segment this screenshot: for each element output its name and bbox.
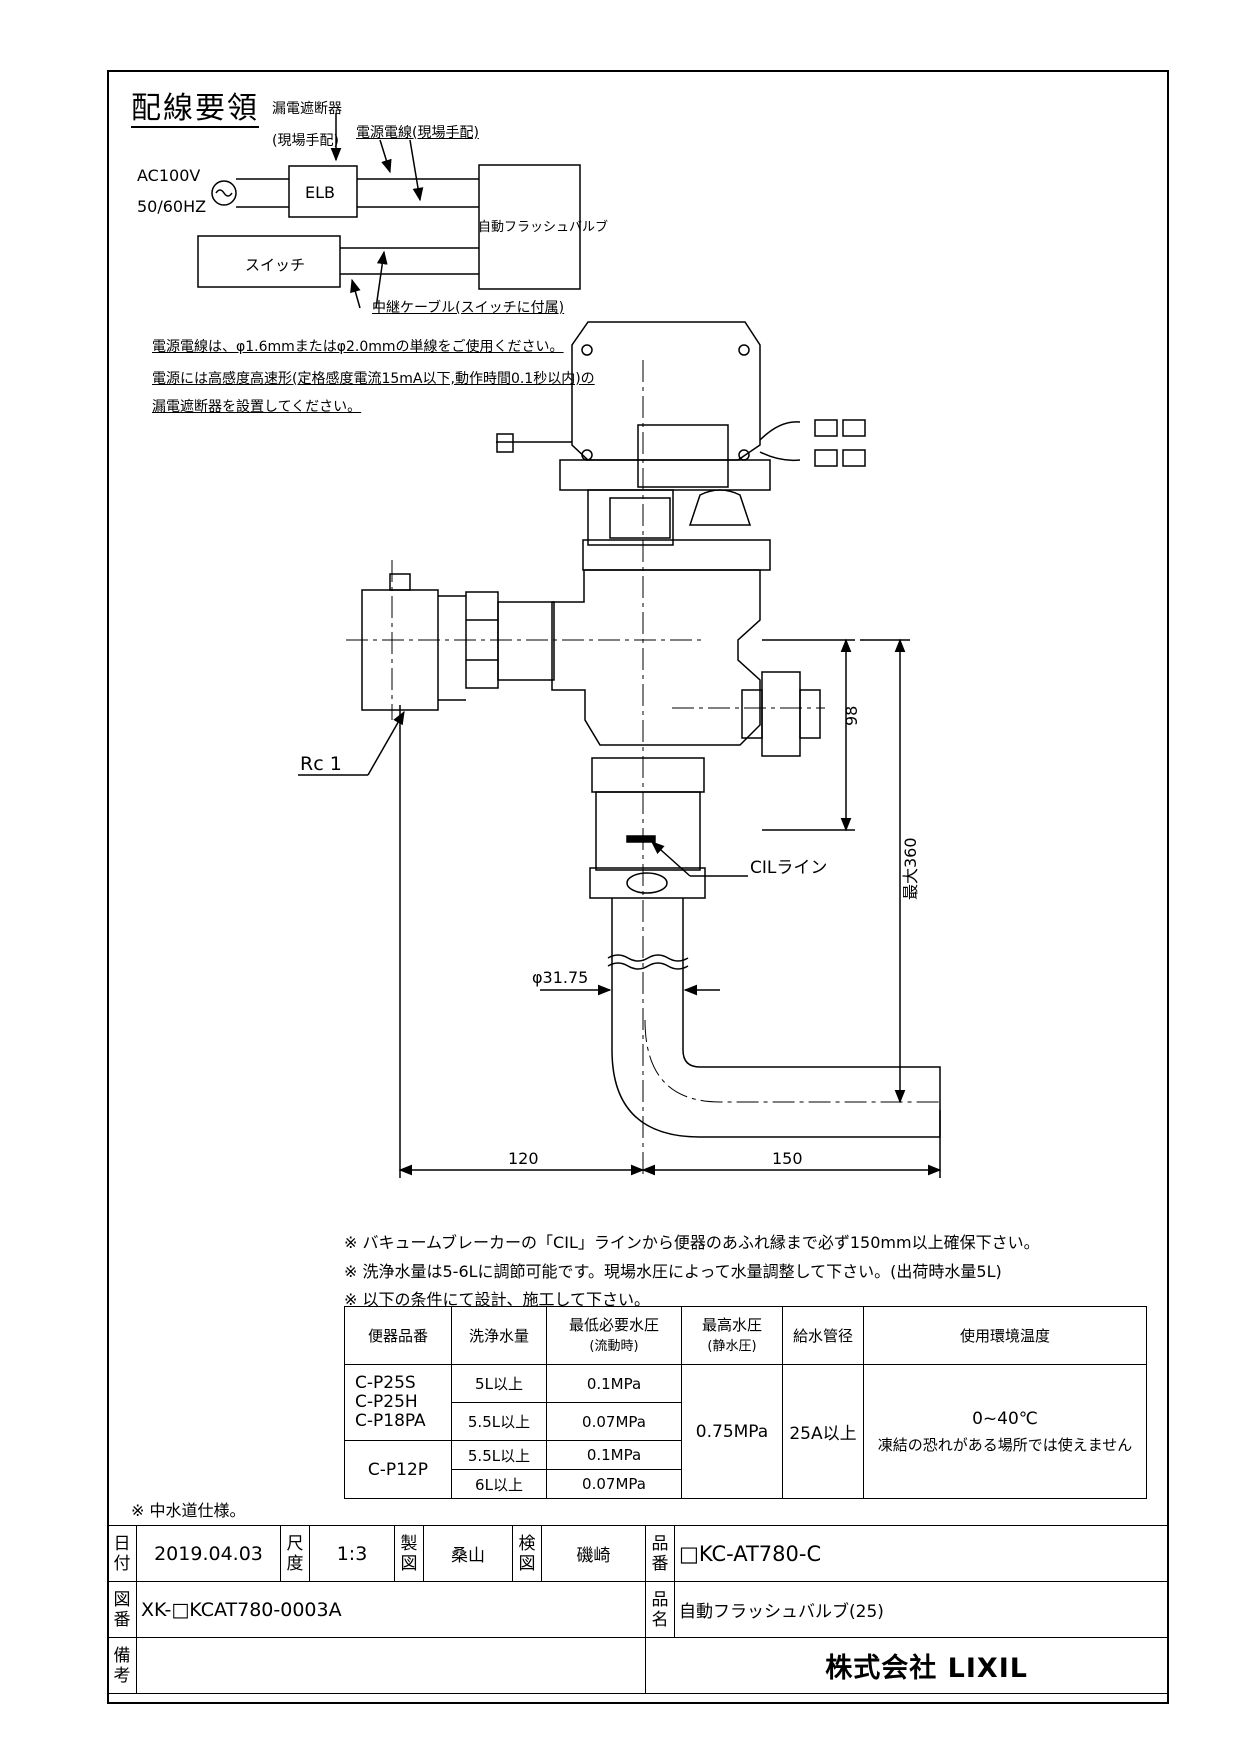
made-value: 桑山 <box>423 1525 513 1582</box>
remarks-label: 備考 <box>107 1637 137 1694</box>
wiring-note-2: 電源には高感度高速形(定格感度電流15mA以下,動作時間0.1秒以内)の <box>152 371 595 387</box>
ac-label: AC100V <box>137 166 201 185</box>
title-block: 日付 2019.04.03 尺度 1:3 製図 桑山 検図 磯崎 品番 □KC-… <box>107 1525 1169 1694</box>
elb-box <box>288 165 358 218</box>
remarks-value <box>136 1637 646 1694</box>
pipe-value: 25A以上 <box>782 1364 864 1499</box>
wiring-title: 配線要領 <box>131 91 259 128</box>
header-pipe: 給水管径 <box>782 1306 864 1365</box>
made-label: 製図 <box>394 1525 424 1582</box>
drawing-frame <box>107 70 1169 1704</box>
valve-body <box>551 569 761 746</box>
spec-table: 便器品番 洗浄水量 最低必要水圧(流動時) 最高水圧(静水圧) 給水管径 使用環… <box>344 1306 1147 1499</box>
graywater-note: ※ 中水道仕様。 <box>131 1501 246 1520</box>
wiring-note-1: 電源電線は、φ1.6mmまたはφ2.0mmの単線をご使用ください。 <box>152 339 564 355</box>
table-cell: 5L以上 <box>451 1364 547 1403</box>
scale-value: 1:3 <box>309 1525 395 1582</box>
table-cell: 0.07MPa <box>546 1402 682 1441</box>
header-flush: 洗浄水量 <box>451 1306 547 1365</box>
switch-box <box>197 235 341 288</box>
note-cil: ※ バキュームブレーカーの「CIL」ラインから便器のあふれ縁まで必ず150mm以… <box>344 1233 1040 1252</box>
drawing-label: 図番 <box>107 1581 137 1638</box>
dim-diameter: φ31.75 <box>532 968 589 987</box>
table-cell: 0.1MPa <box>546 1364 682 1403</box>
table-cell: 0.1MPa <box>546 1440 682 1470</box>
max-pressure-value: 0.75MPa <box>681 1364 783 1499</box>
group2-model: C-P12P <box>344 1440 452 1499</box>
check-value: 磯崎 <box>541 1525 646 1582</box>
cil-label: CILライン <box>750 858 828 878</box>
check-label: 検図 <box>512 1525 542 1582</box>
note-conditions: ※ 以下の条件にて設計、施工して下さい。 <box>344 1290 651 1309</box>
bent-pipe <box>611 970 941 1138</box>
elb-label-1: 漏電遮断器 <box>272 101 342 117</box>
scale-label: 尺度 <box>280 1525 310 1582</box>
part-label: 品番 <box>645 1525 675 1582</box>
table-cell: 5.5L以上 <box>451 1402 547 1441</box>
note-flush-volume: ※ 洗浄水量は5-6Lに調節可能です。現場水圧によって水量調整して下さい。(出荷… <box>344 1262 1002 1281</box>
dim-120: 120 <box>508 1149 539 1168</box>
wiring-note-3: 漏電遮断器を設置してください。 <box>152 399 362 415</box>
ac-source-icon <box>211 180 237 206</box>
vacuum-breaker-nut <box>591 757 705 793</box>
company-logo: 株式会社 LIXIL <box>645 1637 1169 1694</box>
header-model: 便器品番 <box>344 1306 452 1365</box>
hz-label: 50/60HZ <box>137 197 207 216</box>
power-wire-label: 電源電線(現場手配) <box>356 125 479 141</box>
table-cell: 0.07MPa <box>546 1469 682 1499</box>
name-label: 品名 <box>645 1581 675 1638</box>
elb-label-2: (現場手配) <box>272 133 339 149</box>
table-cell: 5.5L以上 <box>451 1440 547 1470</box>
drawing-value: XK-□KCAT780-0003A <box>136 1581 646 1638</box>
control-box <box>571 321 761 461</box>
switch-box-label: スイッチ <box>245 256 306 274</box>
table-cell: 6L以上 <box>451 1469 547 1499</box>
part-value: □KC-AT780-C <box>674 1525 1169 1582</box>
date-label: 日付 <box>107 1525 137 1582</box>
inlet-cap <box>361 589 439 711</box>
valve-box <box>478 164 581 290</box>
header-min-pressure: 最低必要水圧(流動時) <box>546 1306 682 1365</box>
elb-box-label: ELB <box>305 183 335 202</box>
dim-150: 150 <box>772 1149 803 1168</box>
header-max-pressure: 最高水圧(静水圧) <box>681 1306 783 1365</box>
valve-box-label: 自動フラッシュバルブ <box>478 220 609 235</box>
rc-label: Rc 1 <box>300 753 342 775</box>
relay-cable-label: 中継ケーブル(スイッチに付属) <box>372 300 565 316</box>
date-value: 2019.04.03 <box>136 1525 281 1582</box>
header-temp: 使用環境温度 <box>863 1306 1147 1365</box>
name-value: 自動フラッシュバルブ(25) <box>674 1581 1169 1638</box>
